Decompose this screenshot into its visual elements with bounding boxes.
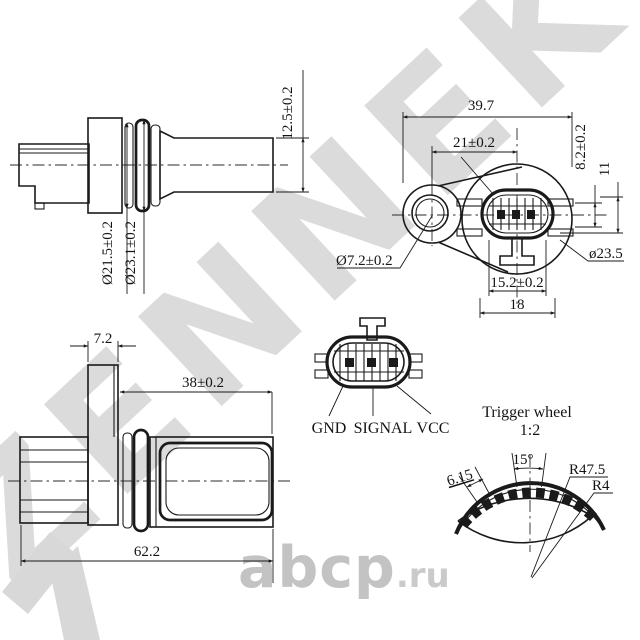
dim-outer-radius: R47.5 — [569, 462, 605, 478]
leader-line — [460, 156, 494, 195]
pin-1 — [497, 210, 505, 219]
dim-total-length: 62.2 — [134, 544, 160, 560]
ring-groove — [124, 122, 134, 209]
dim-body-diameter: 12.5±0.2 — [280, 86, 296, 139]
dim-hole-to-center: 21±0.2 — [453, 135, 495, 151]
dim-fillet-radius: R4 — [592, 478, 610, 494]
sensor-body-circle — [461, 163, 573, 275]
front-view: 39.7 21±0.2 8.2±0.2 11 Ø7.2±0.2 ø23.5 15… — [336, 98, 624, 318]
mount-hole — [415, 198, 445, 228]
sensor-barrel — [159, 129, 274, 201]
dim-flange-thickness: 7.2 — [94, 331, 113, 347]
dim-connector-outer: 18 — [510, 297, 525, 313]
pin-label-vcc: VCC — [417, 420, 450, 437]
abcp-logo-tld: .ru — [395, 556, 450, 596]
pin-leaders — [328, 385, 432, 417]
pin-3 — [527, 210, 535, 219]
sensor-head — [149, 436, 274, 528]
dim-offset: 8.2±0.2 — [573, 124, 589, 170]
trigger-wheel-view: Trigger wheel 1:2 15° 6.15 R47.5 R4 — [445, 404, 613, 579]
dim-overall-width: 39.7 — [468, 98, 495, 114]
wheel-teeth — [459, 487, 601, 529]
dim-head-length: 38±0.2 — [182, 375, 224, 391]
hub-lower-arc — [457, 515, 593, 544]
abcp-logo-text: abcp — [238, 535, 396, 601]
abcp-logo: abcp.ru — [238, 540, 450, 597]
side-view-bottom: 7.2 38±0.2 62.2 — [8, 331, 292, 583]
trigger-wheel-scale: 1:2 — [520, 422, 540, 439]
pin-signal — [367, 358, 376, 367]
dim-angle: 15° — [513, 452, 534, 468]
connector-key — [499, 237, 535, 266]
dim-tooth-pitch: 6.15 — [445, 467, 475, 490]
trigger-wheel-title: Trigger wheel — [482, 404, 572, 421]
dim-mount-hole: Ø7.2±0.2 — [336, 253, 393, 269]
pin-vcc — [389, 358, 398, 367]
mount-ear — [402, 184, 462, 244]
connector-key — [359, 317, 386, 341]
o-ring — [134, 118, 151, 213]
dim-ring-outer: Ø23.1±0.2 — [123, 221, 139, 285]
watermark-bird-icon — [2, 532, 100, 640]
hub-upper-arc — [457, 497, 593, 522]
dim-body-diameter: ø23.5 — [589, 246, 623, 262]
dim-ring-groove: Ø21.5±0.2 — [100, 221, 116, 285]
ring-groove — [122, 432, 133, 529]
dim-connector-inner: 15.2±0.2 — [490, 275, 543, 291]
flange — [87, 117, 123, 214]
pin-label-signal: SIGNAL — [354, 420, 413, 437]
dim-height: 11 — [597, 162, 613, 176]
head-molding — [158, 441, 274, 522]
connector-foot — [34, 202, 45, 210]
mount-hole-outer — [411, 194, 449, 232]
pin-label-gnd: GND — [312, 420, 347, 437]
o-ring — [132, 428, 150, 533]
wheel-band — [454, 481, 606, 535]
mount-flange — [87, 364, 119, 526]
ear-tangents — [437, 166, 523, 273]
side-view-top: 12.5±0.2 Ø21.5±0.2 Ø23.1±0.2 — [10, 70, 309, 294]
pin-gnd — [345, 358, 354, 367]
pin-2 — [512, 210, 520, 219]
connector-pinout: GND SIGNAL VCC — [312, 317, 450, 437]
